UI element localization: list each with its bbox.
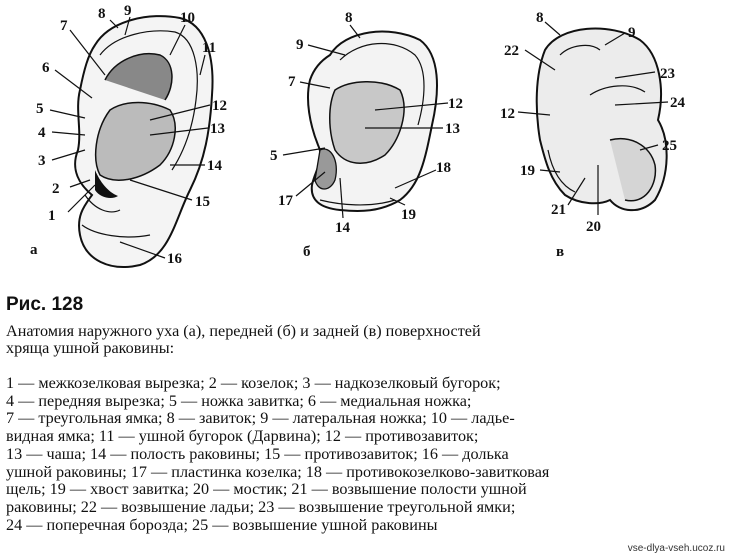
panel-label-b: б — [303, 244, 311, 260]
label-c-20: 20 — [586, 219, 601, 235]
label-a-14: 14 — [207, 158, 223, 174]
label-a-9: 9 — [124, 3, 132, 19]
label-a-10: 10 — [180, 10, 195, 26]
label-b-18: 18 — [436, 160, 451, 176]
figure-title: Рис. 128 — [6, 294, 84, 315]
legend-line: ушной раковины; 17 — пластинка козелка; … — [6, 462, 550, 481]
label-a-7: 7 — [60, 18, 68, 34]
label-c-12: 12 — [500, 106, 515, 122]
label-c-21: 21 — [551, 202, 566, 218]
label-a-4: 4 — [38, 125, 46, 141]
figure-caption: Анатомия наружного уха (а), передней (б)… — [6, 322, 726, 358]
legend-line: щель; 19 — хвост завитка; 20 — мостик; 2… — [6, 480, 527, 499]
panel-label-c: в — [556, 244, 564, 260]
label-a-12: 12 — [212, 98, 227, 114]
label-b-19: 19 — [401, 207, 416, 223]
ear-anatomy-figure: 1 2 3 4 5 6 7 8 9 10 11 12 13 14 15 16 а… — [30, 3, 686, 268]
label-a-2: 2 — [52, 181, 60, 197]
label-c-19: 19 — [520, 163, 535, 179]
label-b-14: 14 — [335, 220, 351, 236]
label-b-8: 8 — [345, 10, 353, 26]
label-c-23: 23 — [660, 66, 675, 82]
legend-line: видная ямка; 11 — ушной бугорок (Дарвина… — [6, 427, 479, 446]
label-c-24: 24 — [670, 95, 686, 111]
ear-drawing-c — [535, 27, 668, 212]
caption-line: Анатомия наружного уха (а), передней (б)… — [6, 322, 481, 340]
label-a-3: 3 — [38, 153, 46, 169]
legend-line: 7 — треугольная ямка; 8 — завиток; 9 — л… — [6, 409, 515, 428]
label-a-5: 5 — [36, 101, 44, 117]
ear-drawing-a — [74, 15, 214, 268]
label-a-15: 15 — [195, 194, 210, 210]
ear-b-label-group — [282, 24, 449, 219]
label-c-25: 25 — [662, 138, 677, 154]
label-b-9: 9 — [296, 37, 304, 53]
legend-line: 24 — поперечная борозда; 25 — возвышение… — [6, 515, 438, 534]
ear-drawing-b — [307, 30, 438, 212]
label-b-5: 5 — [270, 148, 278, 164]
label-c-22: 22 — [504, 43, 519, 59]
label-b-17: 17 — [278, 193, 294, 209]
caption-line: хряща ушной раковины: — [6, 339, 175, 358]
label-a-1: 1 — [48, 208, 56, 224]
label-c-9: 9 — [628, 25, 636, 41]
legend-line: раковины; 22 — возвышение ладьи; 23 — во… — [6, 497, 516, 516]
label-b-12: 12 — [448, 96, 463, 112]
label-a-11: 11 — [202, 40, 216, 56]
label-c-8: 8 — [536, 10, 544, 26]
label-a-13: 13 — [210, 121, 225, 137]
ear-a-label-group — [49, 16, 211, 259]
label-b-7: 7 — [288, 74, 296, 90]
label-a-8: 8 — [98, 6, 106, 22]
label-b-13: 13 — [445, 121, 460, 137]
figure-legend: 1 — межкозелковая вырезка; 2 — козелок; … — [6, 374, 726, 534]
legend-line: 1 — межкозелковая вырезка; 2 — козелок; … — [6, 374, 501, 392]
label-a-16: 16 — [167, 251, 183, 267]
label-a-6: 6 — [42, 60, 50, 76]
ear-c-label-group — [517, 21, 669, 215]
legend-line: 13 — чаша; 14 — полость раковины; 15 — п… — [6, 444, 509, 463]
legend-line: 4 — передняя вырезка; 5 — ножка завитка;… — [6, 391, 472, 410]
panel-label-a: а — [30, 242, 38, 258]
site-watermark: vse-dlya-vseh.ucoz.ru — [627, 543, 725, 554]
